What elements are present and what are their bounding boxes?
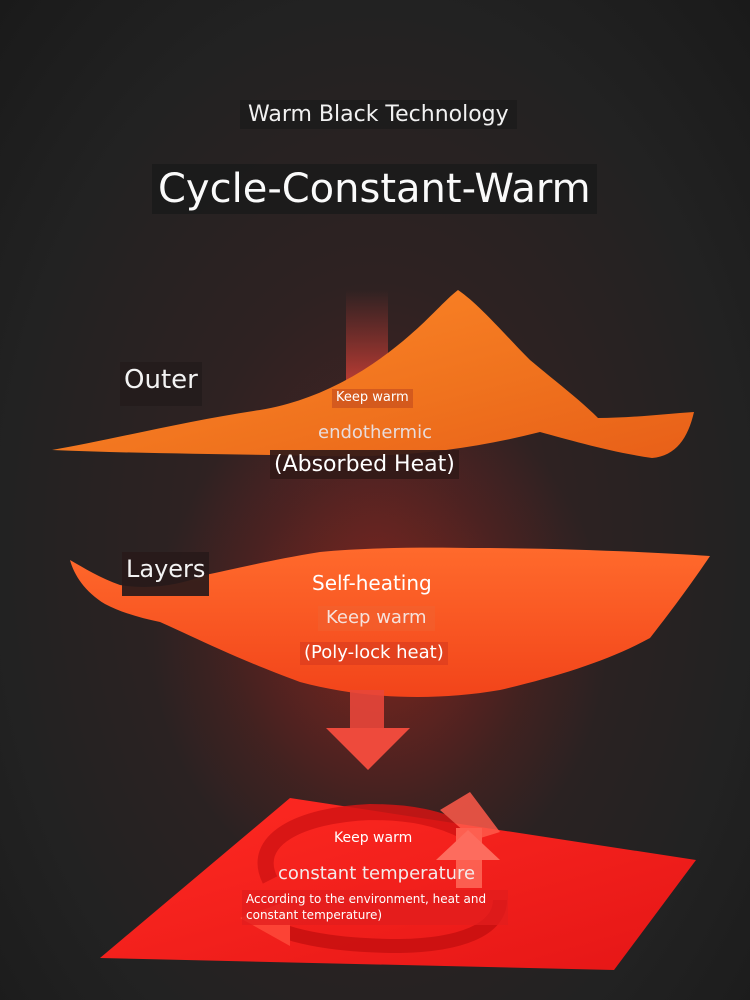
inner-keep-warm: Keep warm [334, 830, 413, 846]
middle-layer-label: Layers [122, 552, 210, 596]
middle-layer-sheet [70, 547, 710, 697]
outer-detail: (Absorbed Heat) [270, 450, 459, 480]
page-title: Cycle-Constant-Warm [152, 164, 597, 214]
outer-layer-sheet [52, 290, 694, 458]
downward-heat-arrow-middle [326, 690, 410, 770]
outer-mode: endothermic [318, 422, 432, 443]
outer-keep-warm: Keep warm [332, 389, 413, 408]
subtitle: Warm Black Technology [240, 100, 517, 130]
inner-mode: constant temperature [278, 863, 476, 884]
middle-detail: (Poly-lock heat) [300, 642, 448, 665]
inner-detail: According to the environment, heat and c… [242, 890, 508, 926]
middle-keep-warm: Keep warm [318, 606, 435, 631]
inner-layer-sheet [100, 798, 696, 970]
circulation-arrows [240, 792, 507, 954]
outer-layer-label: Outer [120, 362, 202, 406]
middle-mode: Self-heating [312, 571, 432, 595]
